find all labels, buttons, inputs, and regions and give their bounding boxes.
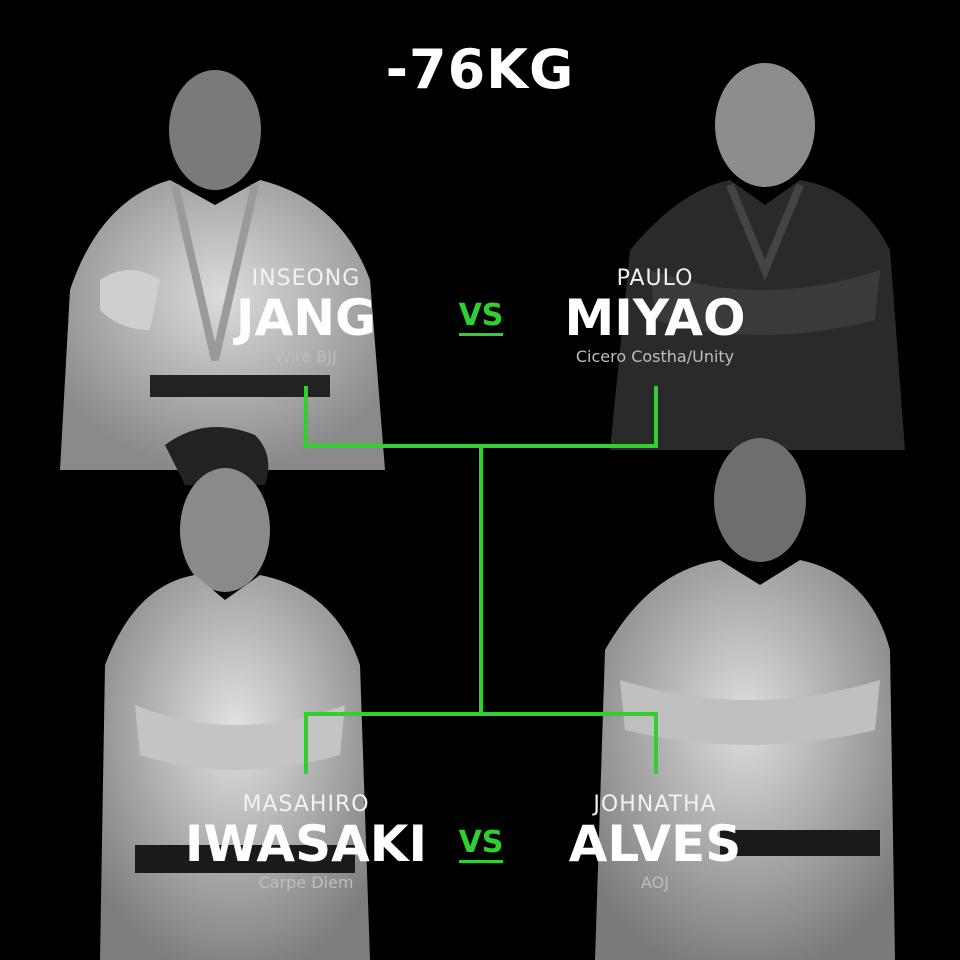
fighter-team: AOJ bbox=[641, 873, 669, 892]
fighter-top-right: PAULO MIYAO Cicero Costha/Unity bbox=[505, 266, 805, 368]
fighter-team: Cicero Costha/Unity bbox=[575, 347, 735, 366]
fighter-last-name: JANG bbox=[235, 289, 377, 347]
fighter-team: Wire BJJ bbox=[275, 347, 337, 366]
fighter-photo-bottom-right bbox=[590, 430, 900, 960]
fighter-first-name: JOHNATHA bbox=[593, 792, 717, 817]
fighter-photo-top-left bbox=[40, 30, 400, 470]
fighter-top-left: INSEONG JANG Wire BJJ bbox=[156, 266, 456, 368]
fighter-last-name: ALVES bbox=[568, 815, 742, 873]
fighter-team: Carpe Diem bbox=[258, 873, 354, 892]
fighter-last-name: IWASAKI bbox=[184, 815, 428, 873]
fighter-first-name: PAULO bbox=[616, 266, 694, 291]
fighter-bottom-right: JOHNATHA ALVES AOJ bbox=[505, 792, 805, 894]
fighter-photo-bottom-left bbox=[95, 415, 385, 960]
fighter-last-name: MIYAO bbox=[564, 289, 746, 347]
fighter-first-name: INSEONG bbox=[251, 266, 361, 291]
fighter-bottom-left: MASAHIRO IWASAKI Carpe Diem bbox=[156, 792, 456, 894]
vs-label-bottom: VS bbox=[451, 825, 511, 863]
fighter-first-name: MASAHIRO bbox=[242, 792, 370, 817]
fighter-photo-top-right bbox=[590, 30, 910, 450]
weight-class-title: -76KG bbox=[385, 38, 575, 101]
vs-label-top: VS bbox=[451, 298, 511, 336]
